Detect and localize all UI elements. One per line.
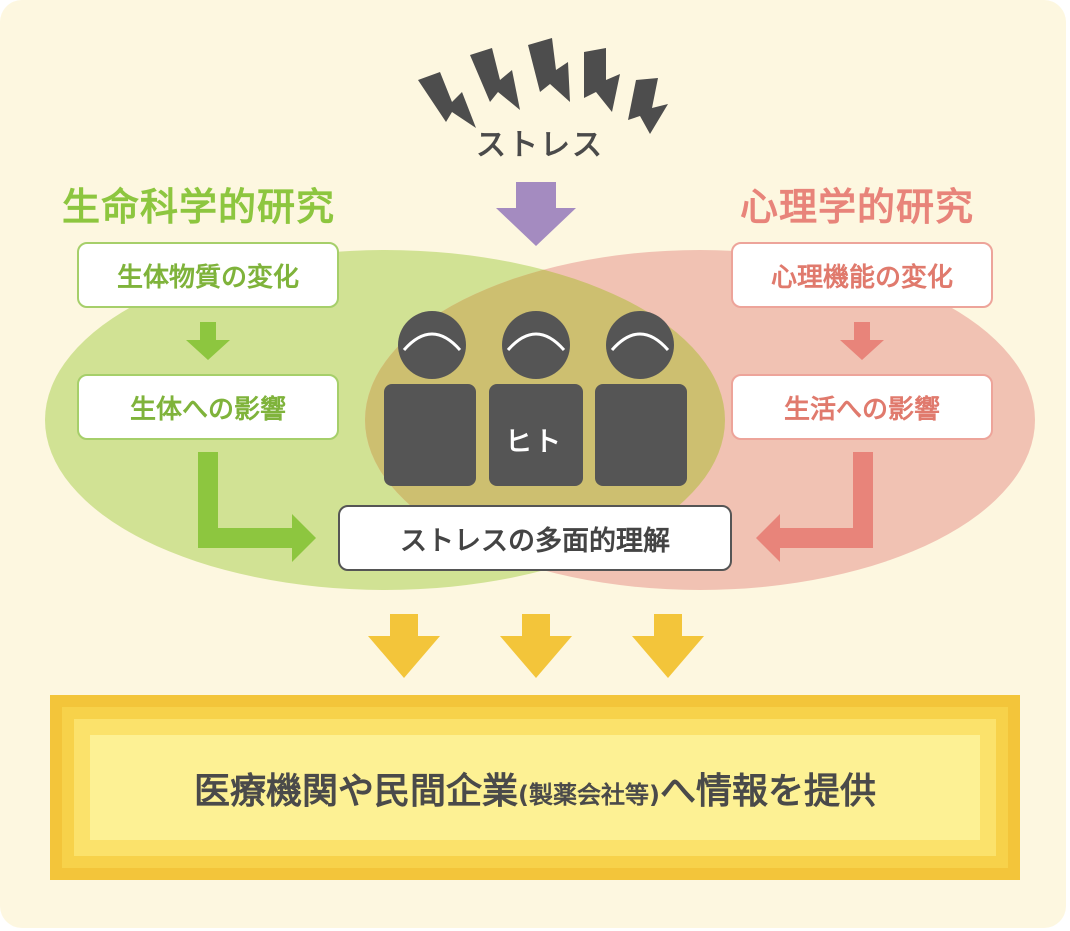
person-body-icon xyxy=(595,384,687,486)
life-impact-box: 生活への影響 xyxy=(731,374,993,440)
stress-understanding-box: ストレスの多面的理解 xyxy=(338,505,732,571)
right-down-arrow xyxy=(840,322,884,360)
person-body-icon xyxy=(489,384,583,486)
person-head-icon xyxy=(398,311,466,379)
person-body-icon xyxy=(384,384,476,486)
lightning-icon-group xyxy=(418,38,668,134)
info-banner: 医療機関や民間企業(製薬会社等)へ情報を提供 xyxy=(90,735,980,840)
stress-down-arrow xyxy=(496,182,576,246)
left-down-arrow xyxy=(186,322,230,360)
left-elbow-arrow xyxy=(198,452,316,562)
banner-parenthetical: (製薬会社等) xyxy=(518,780,660,809)
person-head-icon xyxy=(502,311,570,379)
psychology-heading: 心理学的研究 xyxy=(740,185,975,229)
stress-label: ストレス xyxy=(476,128,604,163)
lightning-icon xyxy=(470,48,520,110)
right-elbow-arrow xyxy=(756,452,873,562)
lightning-icon xyxy=(628,78,668,134)
yellow-arrow-group xyxy=(368,614,704,678)
info-banner-text: 医療機関や民間企業(製薬会社等)へ情報を提供 xyxy=(194,762,876,814)
people-group xyxy=(384,311,687,486)
psychological-function-change-box: 心理機能の変化 xyxy=(731,242,993,308)
people-label: ヒト xyxy=(505,427,563,458)
yellow-down-arrow xyxy=(632,614,704,678)
lightning-icon xyxy=(418,72,476,128)
biological-substance-change-box: 生体物質の変化 xyxy=(77,242,339,308)
lightning-icon xyxy=(528,38,570,102)
yellow-down-arrow xyxy=(368,614,440,678)
lightning-icon xyxy=(584,48,620,112)
banner-main-before: 医療機関や民間企業 xyxy=(194,770,519,812)
yellow-down-arrow xyxy=(500,614,572,678)
life-science-heading: 生命科学的研究 xyxy=(62,185,336,229)
banner-main-after: へ情報を提供 xyxy=(659,770,876,812)
person-head-icon xyxy=(606,311,674,379)
biological-impact-box: 生体への影響 xyxy=(77,374,339,440)
